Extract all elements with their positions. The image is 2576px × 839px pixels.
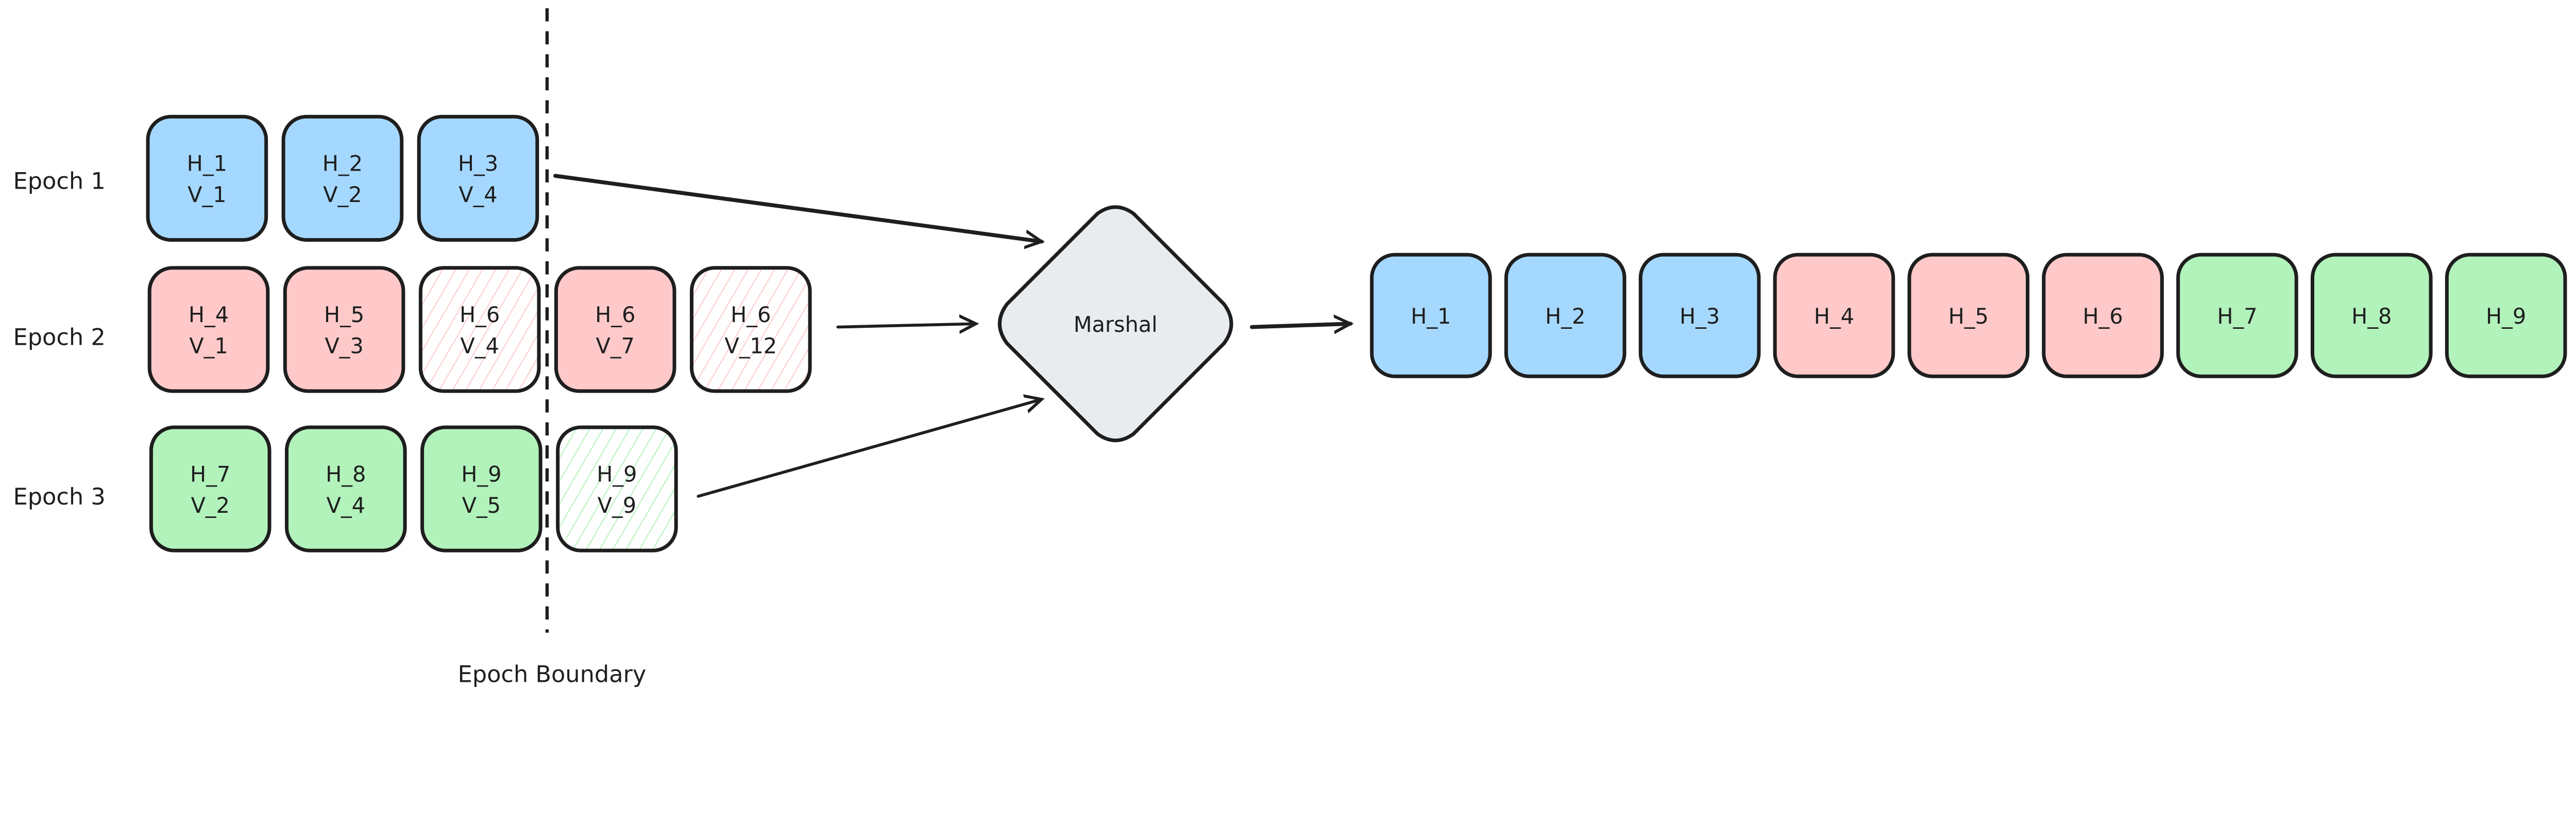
epoch-boundary-label: Epoch Boundary [458,661,647,687]
block-shape [146,114,268,242]
output-block: H_4 [1773,253,1895,378]
block-h-label: H_6 [595,303,635,327]
output-block-label: H_1 [1411,304,1451,329]
arrow-marshal-to-output [1250,324,1350,327]
block-v-label: V_1 [189,334,228,359]
epoch-label: Epoch 1 [13,168,106,195]
marshal-diamond [997,205,1233,443]
block: H_8V_4 [284,425,407,552]
block: H_2V_2 [281,114,404,242]
epoch-label: Epoch 2 [13,324,106,351]
output-block-shape [2042,253,2164,378]
block-h-label: H_8 [326,462,366,486]
epoch-label: Epoch 3 [13,483,106,510]
output-block: H_8 [2310,253,2433,378]
output-block-shape [2445,253,2567,378]
block-v-label: V_3 [325,334,363,359]
block-h-label: H_3 [458,152,498,176]
arrow-epoch2-to-marshal [836,324,976,327]
output-sequence: H_1 H_2 H_3 H_4 H_5 H_6 H_7 H_8 H_9 [1370,253,2567,378]
output-block-label: H_7 [2217,304,2257,329]
hatched-block: H_6V_12 [689,266,812,393]
block-h-label: H_6 [731,303,771,327]
block: H_3V_4 [417,114,539,242]
marshal-label: Marshal [1074,312,1158,337]
block-v-label: V_4 [459,182,497,207]
output-block-shape [2176,253,2298,378]
block-shape [284,425,407,552]
arrows [553,174,1350,498]
block-shape [147,266,270,393]
output-block: H_7 [2176,253,2298,378]
epoch-row-1: Epoch 1H_1V_1H_2V_2H_3V_4 [13,114,539,242]
block-v-label: V_4 [327,493,365,518]
block-h-label: H_4 [189,303,229,327]
block-shape [420,425,543,552]
block-v-label: V_2 [191,493,229,518]
output-block-shape [1370,253,1492,378]
block: H_7V_2 [149,425,272,552]
block-v-label: V_9 [598,493,636,518]
epoch-row-2: Epoch 2H_4V_1H_5V_3H_6V_4H_6V_7H_6V_12 [13,266,812,393]
output-block-shape [1504,253,1626,378]
block-shape [281,114,404,242]
output-block-label: H_9 [2486,304,2526,329]
output-block-label: H_5 [1948,304,1989,329]
block-shape [418,266,541,393]
block-h-label: H_9 [461,462,501,486]
block-h-label: H_1 [187,152,227,176]
block: H_9V_5 [420,425,543,552]
output-block-label: H_3 [1680,304,1720,329]
block-shape [554,266,676,393]
output-block: H_5 [1907,253,2030,378]
output-block-label: H_8 [2351,304,2392,329]
block-shape [556,425,678,552]
output-block: H_3 [1638,253,1761,378]
marshal-node: Marshal [997,205,1233,443]
output-block-shape [1638,253,1761,378]
block-v-label: V_12 [724,334,777,359]
block-h-label: H_5 [324,303,364,327]
block-v-label: V_5 [462,493,501,518]
block-h-label: H_2 [323,152,363,176]
block-h-label: H_9 [597,462,637,486]
hatched-block: H_6V_4 [418,266,541,393]
output-block: H_9 [2445,253,2567,378]
block-shape [689,266,812,393]
output-block-shape [1907,253,2030,378]
block-h-label: H_6 [460,303,500,327]
output-block-shape [1773,253,1895,378]
block: H_1V_1 [146,114,268,242]
output-block: H_2 [1504,253,1626,378]
block: H_4V_1 [147,266,270,393]
output-block-label: H_6 [2082,304,2123,329]
output-block-label: H_4 [1814,304,1854,329]
epoch-row-3: Epoch 3H_7V_2H_8V_4H_9V_5H_9V_9 [13,425,678,552]
block: H_6V_7 [554,266,676,393]
block-shape [417,114,539,242]
output-block-label: H_2 [1545,304,1585,329]
block-v-label: V_4 [460,334,499,359]
output-block-shape [2310,253,2433,378]
output-block: H_1 [1370,253,1492,378]
block-v-label: V_1 [188,182,226,207]
block-shape [149,425,272,552]
arrow-epoch3-to-marshal [697,399,1041,498]
block: H_5V_3 [283,266,405,393]
block-v-label: V_2 [323,182,362,207]
block-shape [283,266,405,393]
block-v-label: V_7 [596,334,634,359]
block-h-label: H_7 [190,462,230,486]
output-block: H_6 [2042,253,2164,378]
hatched-block: H_9V_9 [556,425,678,552]
arrow-epoch1-to-marshal [553,174,1042,242]
